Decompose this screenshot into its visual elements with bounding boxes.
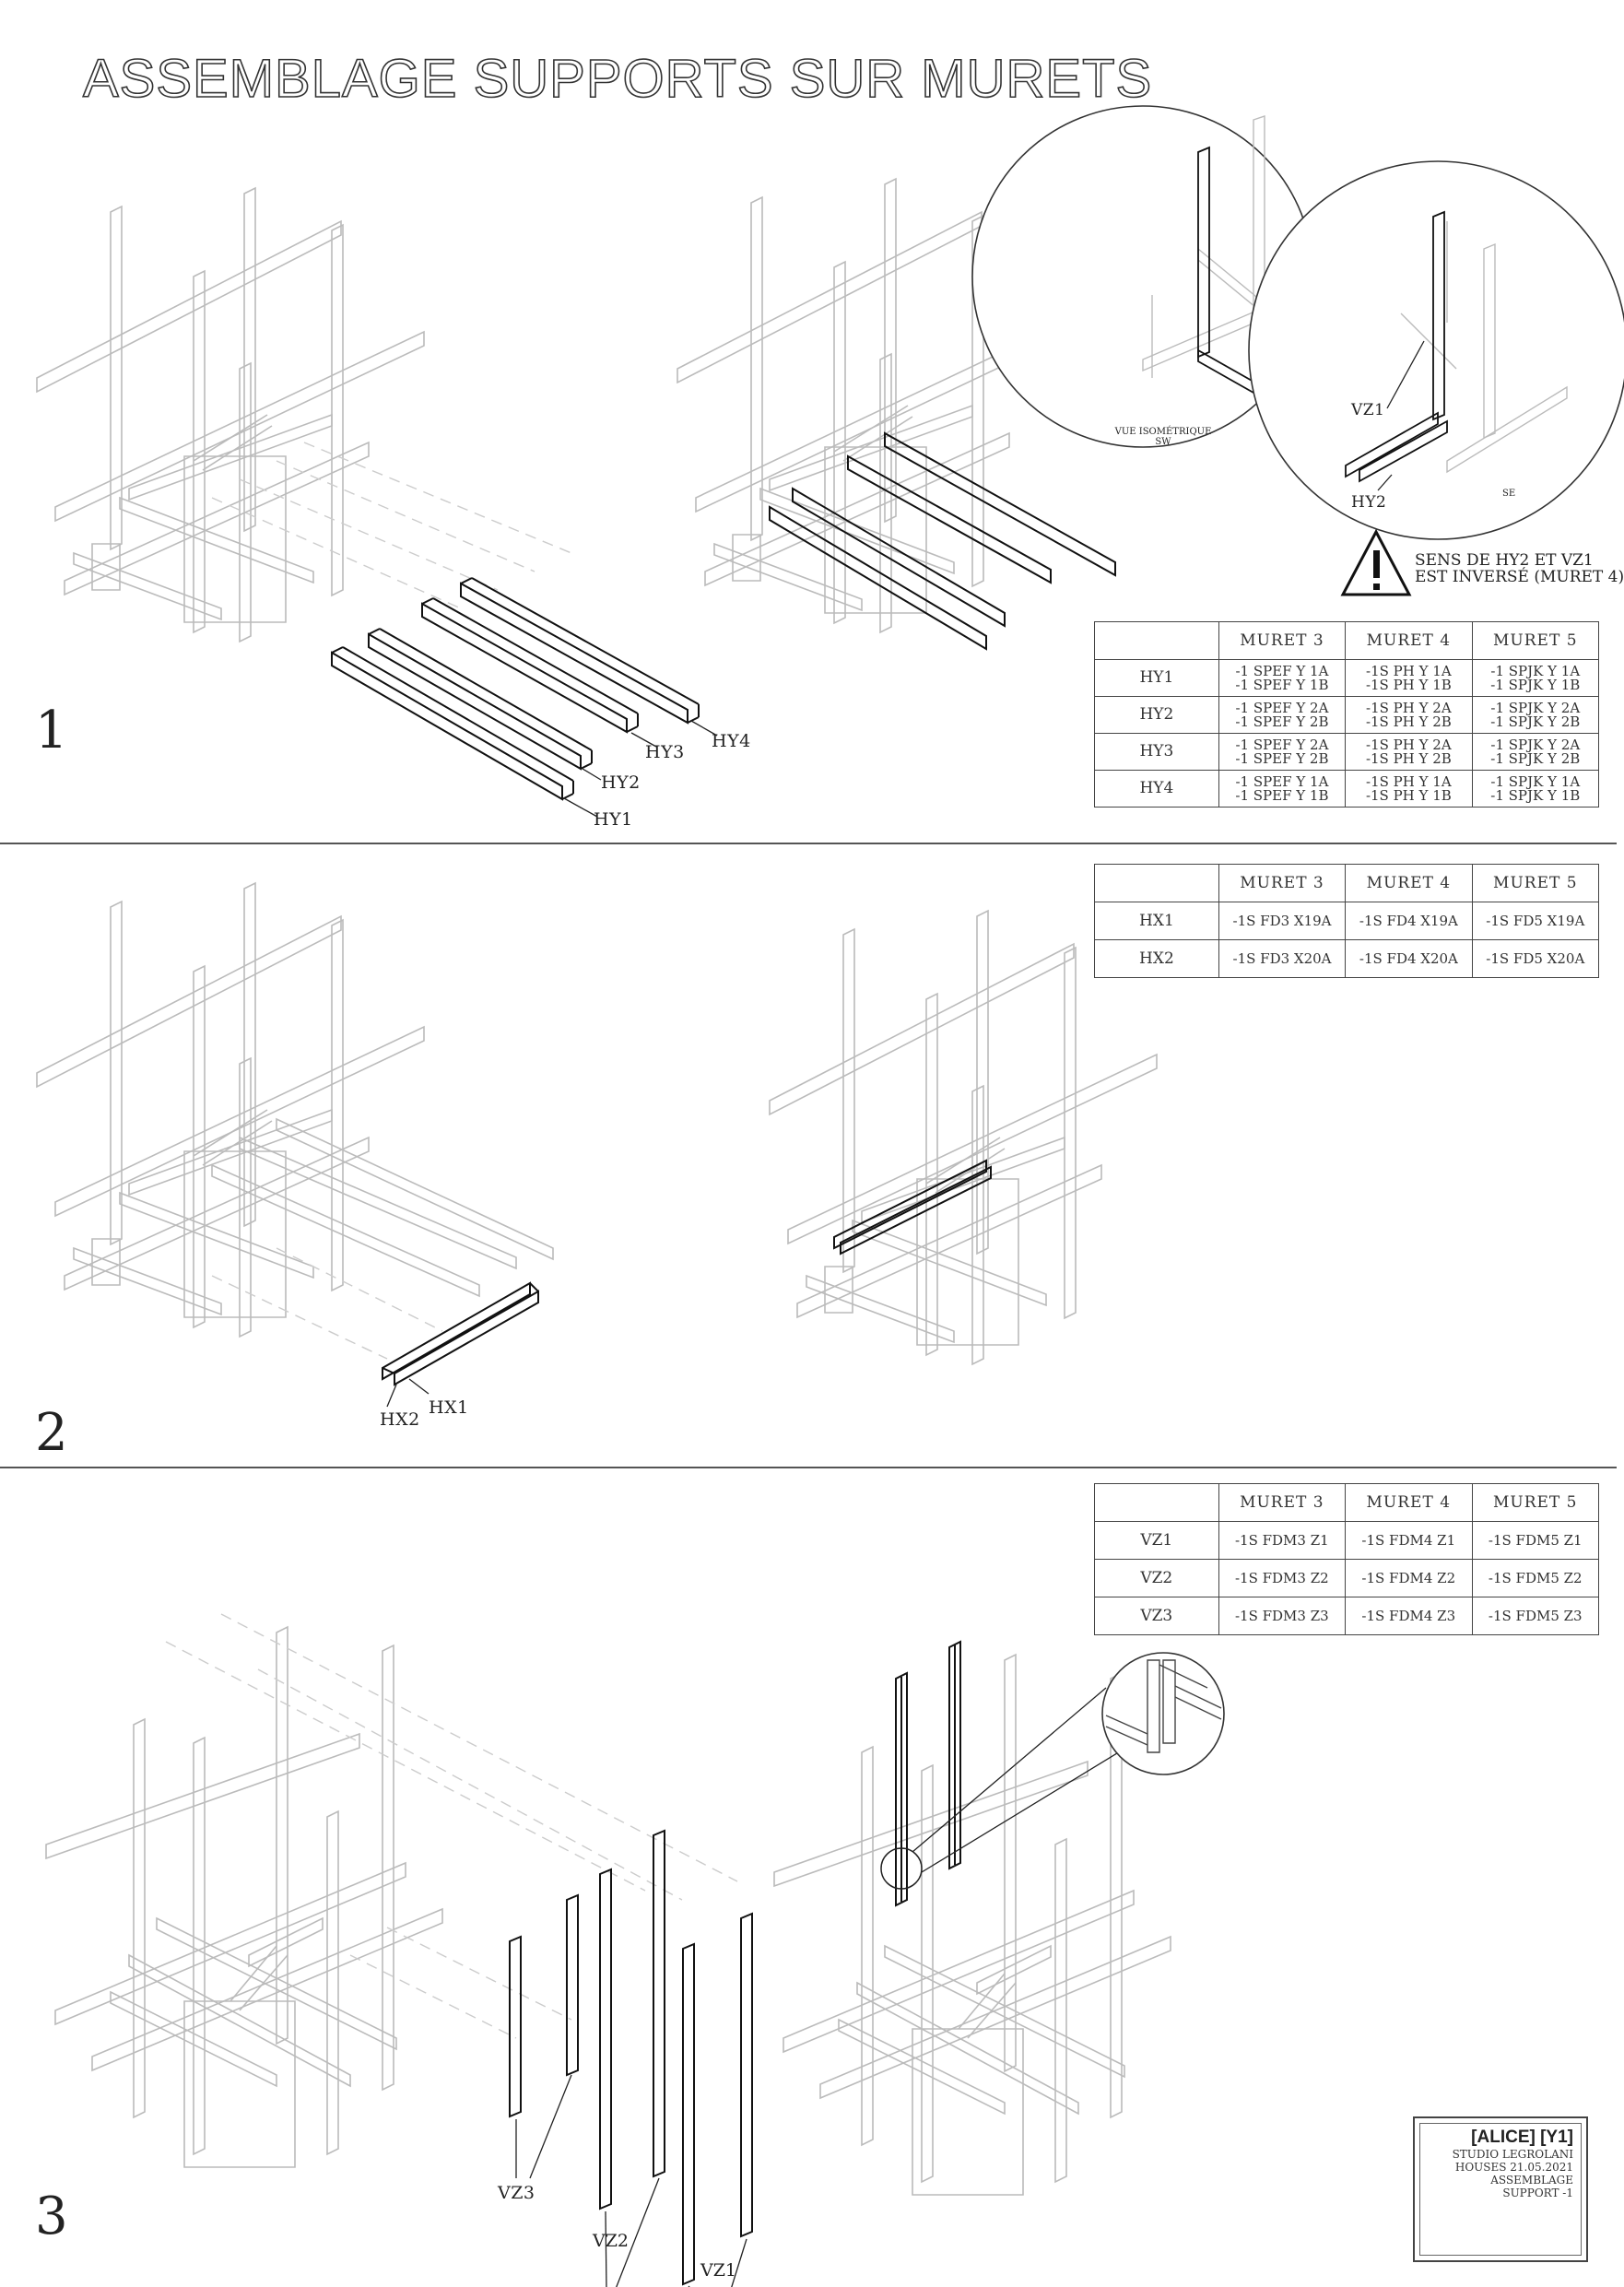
parts-table-hx: MURET 3 MURET 4 MURET 5 HX1 -1S FD3 X19A… bbox=[1094, 864, 1600, 978]
inset-callout-hy2: HY2 bbox=[1351, 493, 1386, 512]
table-header-muret-3: MURET 3 bbox=[1218, 864, 1347, 902]
table-cell: -1S PH Y 1A-1S PH Y 1B bbox=[1345, 770, 1473, 808]
table-cell: -1S FD4 X20A bbox=[1345, 939, 1473, 978]
callout-vz3: VZ3 bbox=[497, 2183, 535, 2203]
table-row-label: HY1 bbox=[1094, 659, 1219, 697]
callout-hy2: HY2 bbox=[601, 772, 641, 793]
beam-hx2 bbox=[382, 1281, 531, 1381]
section-divider-2 bbox=[0, 1467, 1617, 1468]
table-cell: -1 SPJK Y 1A-1 SPJK Y 1B bbox=[1471, 770, 1600, 808]
table-cell: -1 SPJK Y 2A-1 SPJK Y 2B bbox=[1471, 696, 1600, 734]
title-block-sheet: SUPPORT -1 bbox=[1502, 2187, 1573, 2199]
inset-se-label: SE bbox=[1502, 489, 1515, 499]
step-1-drawing: HY1 HY2 HY3 HY4 VUE ISOMÉTRIQUE SW VZ1 H… bbox=[36, 105, 1624, 830]
callout-hy4: HY4 bbox=[712, 731, 751, 751]
table-header-corner bbox=[1094, 1483, 1219, 1522]
callout-hx1: HX1 bbox=[429, 1397, 469, 1418]
step-2-drawing: HX2 HX1 bbox=[36, 882, 1158, 1430]
table-header-corner bbox=[1094, 621, 1219, 660]
table-row-label: VZ1 bbox=[1094, 1521, 1219, 1560]
table-row-label: HX2 bbox=[1094, 939, 1219, 978]
table-row-label: HY4 bbox=[1094, 770, 1219, 808]
section-divider-1 bbox=[0, 843, 1617, 844]
table-cell: -1S FD5 X19A bbox=[1471, 902, 1600, 940]
step-3-drawing: VZ3 bbox=[45, 1613, 1225, 2287]
title-block-studio: STUDIO LEGROLANI bbox=[1452, 2148, 1573, 2161]
table-cell: -1S FDM4 Z1 bbox=[1345, 1521, 1473, 1560]
table-header-muret-4: MURET 4 bbox=[1345, 864, 1473, 902]
beam-hx1 bbox=[394, 1290, 539, 1386]
callout-hx2: HX2 bbox=[380, 1409, 420, 1430]
table-header-muret-4: MURET 4 bbox=[1345, 621, 1473, 660]
callout-vz2: VZ2 bbox=[593, 2231, 630, 2251]
table-cell: -1S PH Y 1A-1S PH Y 1B bbox=[1345, 659, 1473, 697]
callout-hy3: HY3 bbox=[645, 742, 685, 762]
table-cell: -1S FDM5 Z3 bbox=[1471, 1597, 1599, 1635]
table-cell: -1 SPEF Y 2A-1 SPEF Y 2B bbox=[1218, 733, 1347, 771]
warning-line-1: SENS DE HY2 ET VZ1 bbox=[1415, 551, 1594, 570]
table-row-label: HX1 bbox=[1094, 902, 1219, 940]
table-header-muret-5: MURET 5 bbox=[1471, 621, 1600, 660]
table-cell: -1 SPEF Y 1A-1 SPEF Y 1B bbox=[1218, 770, 1347, 808]
warning-icon bbox=[1340, 528, 1412, 596]
table-cell: -1S FD3 X20A bbox=[1218, 939, 1347, 978]
table-cell: -1S FDM3 Z3 bbox=[1218, 1597, 1347, 1635]
table-cell: -1S PH Y 2A-1S PH Y 2B bbox=[1345, 696, 1473, 734]
table-cell: -1 SPEF Y 1A-1 SPEF Y 1B bbox=[1218, 659, 1347, 697]
table-cell: -1 SPJK Y 2A-1 SPJK Y 2B bbox=[1471, 733, 1600, 771]
step-number-2: 2 bbox=[35, 1403, 68, 1463]
callout-hy1: HY1 bbox=[594, 809, 633, 830]
post-vz3-a bbox=[509, 1935, 522, 2118]
step-number-3: 3 bbox=[35, 2187, 68, 2246]
post-vz1-a bbox=[682, 1942, 695, 2286]
table-row-label: HY2 bbox=[1094, 696, 1219, 734]
table-cell: -1S FD4 X19A bbox=[1345, 902, 1473, 940]
parts-table-vz: MURET 3 MURET 4 MURET 5 VZ1 -1S FDM3 Z1 … bbox=[1094, 1483, 1599, 1635]
table-cell: -1S FDM5 Z1 bbox=[1471, 1521, 1599, 1560]
title-block-date: HOUSES 21.05.2021 bbox=[1454, 2161, 1573, 2174]
table-cell: -1S FD5 X20A bbox=[1471, 939, 1600, 978]
table-cell: -1S FDM3 Z1 bbox=[1218, 1521, 1347, 1560]
inset-sw-orientation: SW bbox=[1155, 437, 1171, 447]
table-cell: -1S FDM4 Z3 bbox=[1345, 1597, 1473, 1635]
table-cell: -1S FDM3 Z2 bbox=[1218, 1559, 1347, 1597]
table-cell: -1 SPJK Y 1A-1 SPJK Y 1B bbox=[1471, 659, 1600, 697]
table-header-corner bbox=[1094, 864, 1219, 902]
table-header-muret-5: MURET 5 bbox=[1471, 864, 1600, 902]
table-cell: -1S FD3 X19A bbox=[1218, 902, 1347, 940]
callout-vz1: VZ1 bbox=[700, 2260, 737, 2281]
table-header-muret-3: MURET 3 bbox=[1218, 621, 1347, 660]
page-title: ASSEMBLAGE SUPPORTS SUR MURETS bbox=[82, 48, 1153, 110]
title-block-project: [ALICE] [Y1] bbox=[1471, 2128, 1573, 2147]
post-vz2-b bbox=[653, 1829, 665, 2178]
post-vz1-b bbox=[740, 1912, 753, 2238]
warning-line-2: EST INVERSÉ (MURET 4) bbox=[1415, 568, 1624, 586]
warning-note: SENS DE HY2 ET VZ1 EST INVERSÉ (MURET 4) bbox=[1340, 528, 1624, 606]
title-block-subject: ASSEMBLAGE bbox=[1490, 2174, 1573, 2187]
post-vz2-a bbox=[599, 1868, 612, 2210]
table-row-label: VZ3 bbox=[1094, 1597, 1219, 1635]
post-vz3-b bbox=[566, 1893, 579, 2077]
table-cell: -1S FDM5 Z2 bbox=[1471, 1559, 1599, 1597]
table-row-label: HY3 bbox=[1094, 733, 1219, 771]
inset-callout-vz1: VZ1 bbox=[1350, 401, 1384, 419]
table-header-muret-4: MURET 4 bbox=[1345, 1483, 1473, 1522]
inset-sw-label: VUE ISOMÉTRIQUE bbox=[1114, 426, 1212, 437]
title-block: [ALICE] [Y1] STUDIO LEGROLANI HOUSES 21.… bbox=[1413, 2116, 1588, 2262]
step-number-1: 1 bbox=[35, 701, 68, 760]
table-header-muret-3: MURET 3 bbox=[1218, 1483, 1347, 1522]
table-cell: -1S FDM4 Z2 bbox=[1345, 1559, 1473, 1597]
inset-view-se bbox=[1248, 160, 1624, 540]
parts-table-hy: MURET 3 MURET 4 MURET 5 HY1 -1 SPEF Y 1A… bbox=[1094, 621, 1600, 808]
table-cell: -1 SPEF Y 2A-1 SPEF Y 2B bbox=[1218, 696, 1347, 734]
table-row-label: VZ2 bbox=[1094, 1559, 1219, 1597]
step-3-callout-strip bbox=[0, 2268, 1617, 2286]
table-cell: -1S PH Y 2A-1S PH Y 2B bbox=[1345, 733, 1473, 771]
table-header-muret-5: MURET 5 bbox=[1471, 1483, 1599, 1522]
